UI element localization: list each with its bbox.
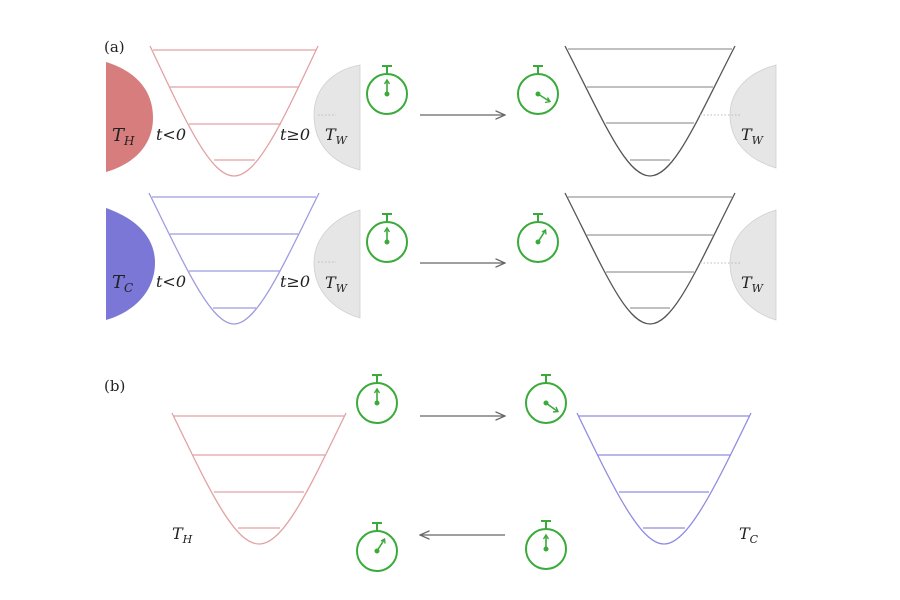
stopwatch-icon bbox=[525, 520, 567, 570]
hot-bath-label: TH bbox=[112, 125, 135, 148]
well-hot-b bbox=[171, 412, 347, 545]
row-hot: TH t<0 t≥0 TW bbox=[106, 45, 777, 177]
time-before-label: t<0 bbox=[156, 272, 186, 291]
time-before-label: t<0 bbox=[156, 125, 186, 144]
work-bath bbox=[313, 209, 361, 319]
work-bath-label: TW bbox=[325, 273, 349, 295]
well-result-bottom bbox=[564, 192, 736, 325]
cold-bath-label: TC bbox=[112, 272, 133, 295]
work-bath-label: TW bbox=[741, 125, 765, 147]
hot-bath bbox=[106, 62, 153, 172]
stopwatch-icon bbox=[366, 213, 408, 263]
stopwatch-icon bbox=[525, 374, 567, 424]
stopwatch-icon bbox=[356, 374, 398, 424]
stopwatch-icon bbox=[517, 65, 559, 115]
stopwatch-icon bbox=[356, 522, 398, 572]
work-bath-label: TW bbox=[325, 125, 349, 147]
time-after-label: t≥0 bbox=[280, 272, 310, 291]
stopwatch-icon bbox=[366, 65, 408, 115]
well-cold bbox=[148, 192, 320, 325]
hot-label-b: TH bbox=[172, 524, 193, 546]
work-bath bbox=[729, 209, 777, 321]
row-cold: TC t<0 t≥0 TW bbox=[106, 192, 777, 325]
panel-b-label: (b) bbox=[104, 377, 125, 395]
well-cold-b bbox=[576, 412, 752, 545]
well-result-top bbox=[564, 45, 736, 177]
stopwatch-icon bbox=[517, 213, 559, 263]
work-bath-label: TW bbox=[741, 273, 765, 295]
time-after-label: t≥0 bbox=[280, 125, 310, 144]
panel-a-label: (a) bbox=[104, 38, 125, 56]
work-bath bbox=[729, 64, 777, 169]
cold-bath bbox=[106, 208, 155, 320]
well-hot bbox=[149, 45, 319, 177]
cold-label-b: TC bbox=[739, 524, 759, 546]
panel-b: TH TC bbox=[171, 374, 759, 572]
work-bath bbox=[313, 64, 361, 171]
